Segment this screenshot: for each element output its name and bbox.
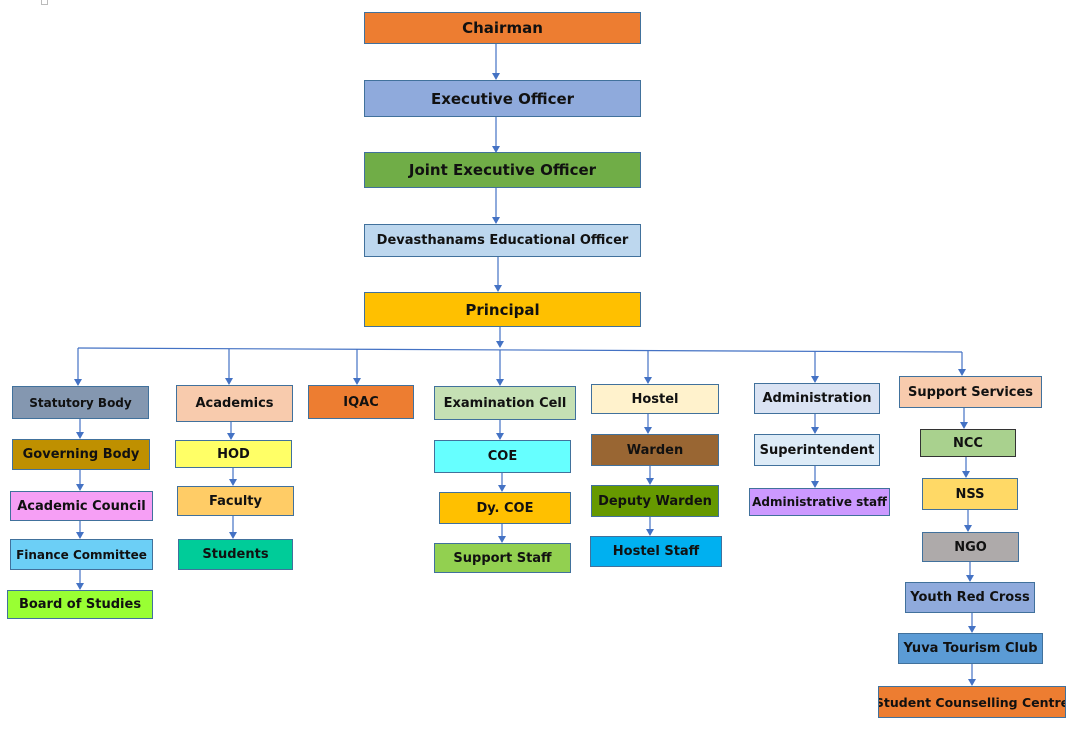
hostel-staff-box: Hostel Staff	[590, 536, 722, 567]
principal-box: Principal	[364, 292, 641, 327]
students-box: Students	[178, 539, 293, 570]
hod-box: HOD	[175, 440, 292, 468]
hostel-box: Hostel	[591, 384, 719, 414]
yuva-tourism-club-box: Yuva Tourism Club	[898, 633, 1043, 664]
administrative-staff-box: Administrative staff	[749, 488, 890, 516]
joint-executive-officer-box: Joint Executive Officer	[364, 152, 641, 188]
superintendent-box: Superintendent	[754, 434, 880, 466]
support-staff-box: Support Staff	[434, 543, 571, 573]
academics-box: Academics	[176, 385, 293, 422]
academic-council-box: Academic Council	[10, 491, 153, 521]
warden-box: Warden	[591, 434, 719, 466]
examination-cell-box: Examination Cell	[434, 386, 576, 420]
support-services-box: Support Services	[899, 376, 1042, 408]
faculty-box: Faculty	[177, 486, 294, 516]
governing-body-box: Governing Body	[12, 439, 150, 470]
statutory-body-box: Statutory Body	[12, 386, 149, 419]
nss-box: NSS	[922, 478, 1018, 510]
deputy-warden-box: Deputy Warden	[591, 485, 719, 517]
student-counselling-centre-box: Student Counselling Centre	[878, 686, 1066, 718]
coe-box: COE	[434, 440, 571, 473]
chairman-box: Chairman	[364, 12, 641, 44]
branch-bus	[77, 347, 963, 353]
ngo-box: NGO	[922, 532, 1019, 562]
executive-officer-box: Executive Officer	[364, 80, 641, 117]
administration-box: Administration	[754, 383, 880, 414]
corner-mark	[41, 0, 48, 5]
board-of-studies-box: Board of Studies	[7, 590, 153, 619]
finance-committee-box: Finance Committee	[10, 539, 153, 570]
youth-red-cross-box: Youth Red Cross	[905, 582, 1035, 613]
iqac-box: IQAC	[308, 385, 414, 419]
educational-officer-box: Devasthanams Educational Officer	[364, 224, 641, 257]
dy-coe-box: Dy. COE	[439, 492, 571, 524]
ncc-box: NCC	[920, 429, 1016, 457]
